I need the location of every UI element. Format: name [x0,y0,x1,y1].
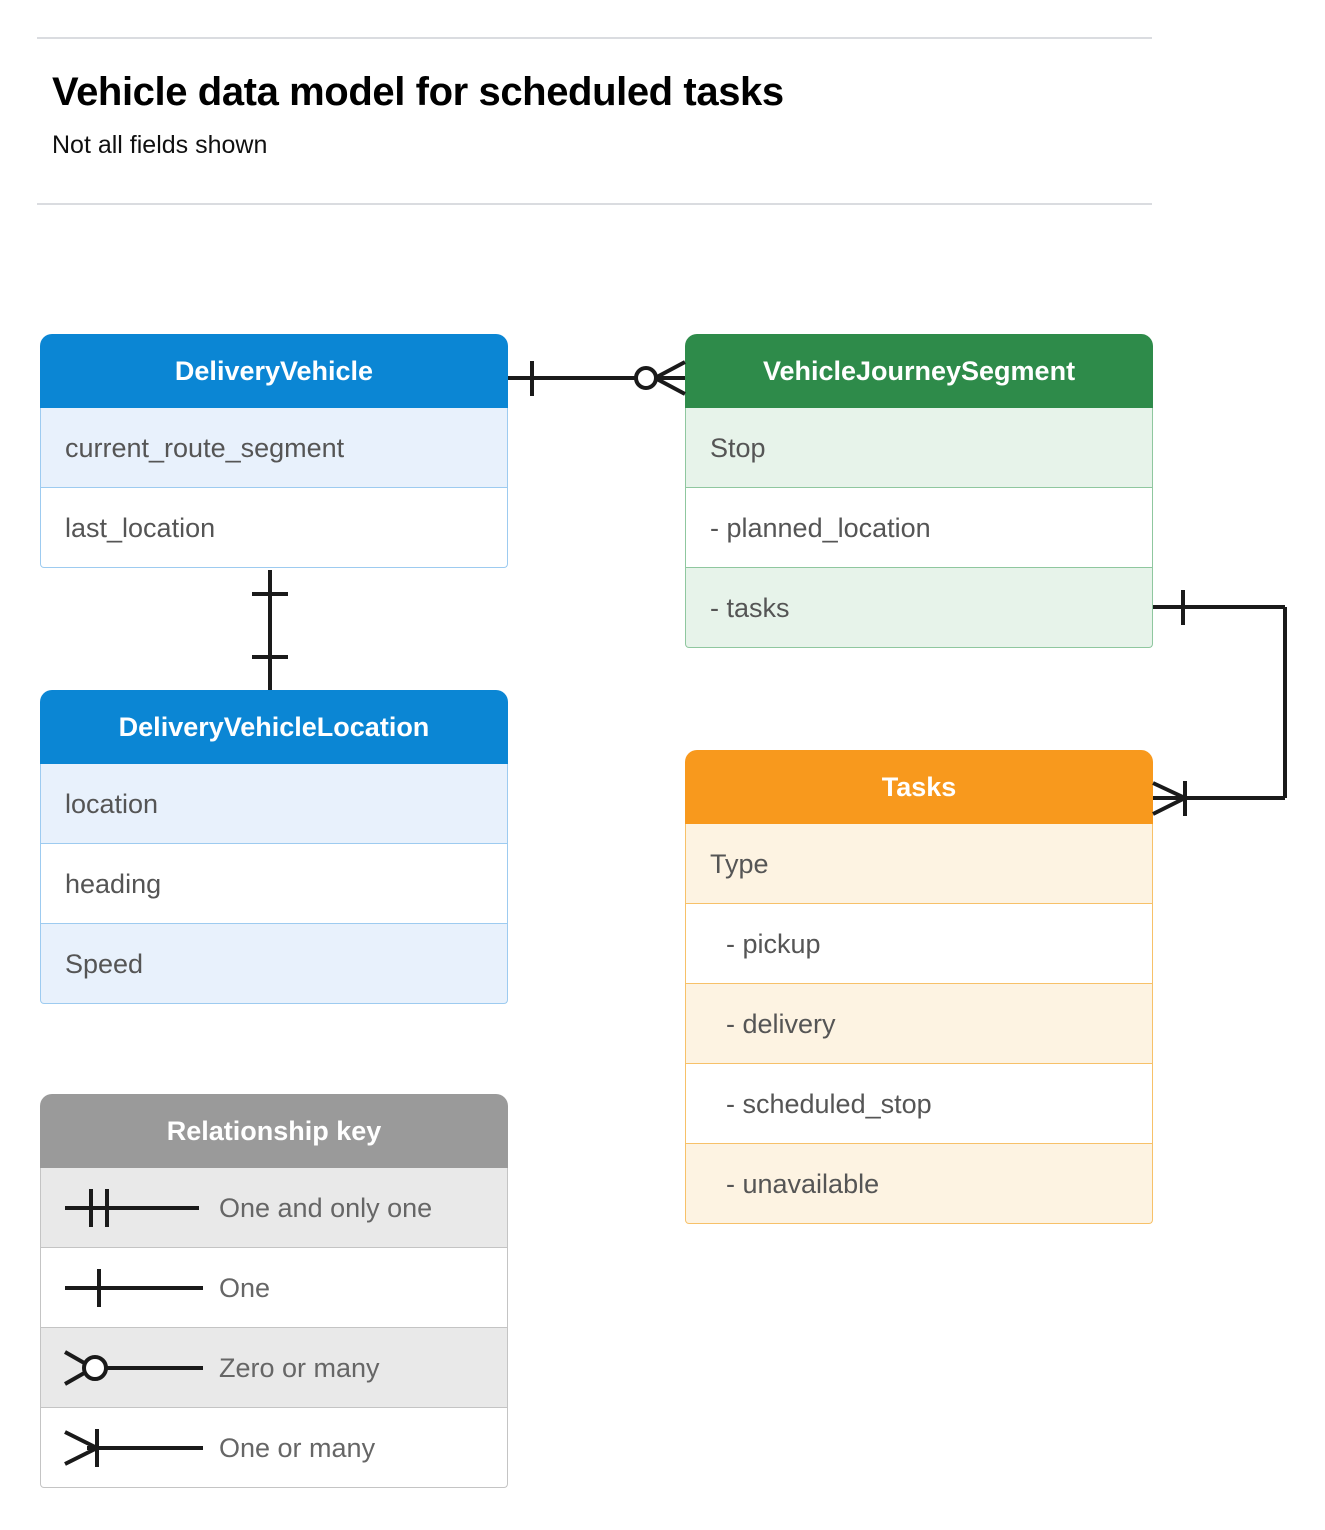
one-icon [41,1248,219,1327]
entity-title-tasks: Tasks [685,750,1153,824]
entity-delivery-vehicle[interactable]: DeliveryVehicle current_route_segment la… [40,334,508,568]
one-and-only-one-icon [41,1168,219,1247]
header-divider-top [37,37,1152,39]
page-title: Vehicle data model for scheduled tasks [52,70,784,114]
legend-row-one-or-many: One or many [40,1408,508,1488]
relationship-key-title: Relationship key [40,1094,508,1168]
page-subtitle: Not all fields shown [52,131,268,159]
relationship-key-legend[interactable]: Relationship key One and only one One [40,1094,508,1488]
field-delivery: - delivery [685,984,1153,1064]
field-tasks: - tasks [685,568,1153,648]
legend-label-zero-or-many: Zero or many [219,1352,380,1383]
field-location: location [40,764,508,844]
field-stop: Stop [685,408,1153,488]
entity-tasks[interactable]: Tasks Type - pickup - delivery - schedul… [685,750,1153,1224]
field-pickup: - pickup [685,904,1153,984]
legend-label-one-and-only-one: One and only one [219,1192,433,1223]
entity-title-delivery-vehicle: DeliveryVehicle [40,334,508,408]
legend-row-zero-or-many: Zero or many [40,1328,508,1408]
field-unavailable: - unavailable [685,1144,1153,1224]
legend-row-one: One [40,1248,508,1328]
field-speed: Speed [40,924,508,1004]
one-or-many-icon [41,1408,219,1487]
zero-or-many-icon [41,1328,219,1407]
entity-vehicle-journey-segment[interactable]: VehicleJourneySegment Stop - planned_loc… [685,334,1153,648]
relationship-journeysegment-tasks-to-tasks [1152,590,1287,816]
field-planned-location: - planned_location [685,488,1153,568]
legend-label-one: One [219,1272,271,1303]
legend-row-one-and-only-one: One and only one [40,1168,508,1248]
entity-title-delivery-vehicle-location: DeliveryVehicleLocation [40,690,508,764]
relationship-deliveryvehicle-to-vehiclelocation [252,570,288,690]
header-divider-bottom [37,203,1152,205]
legend-label-one-or-many: One or many [219,1432,376,1463]
field-scheduled-stop: - scheduled_stop [685,1064,1153,1144]
relationship-deliveryvehicle-to-journeysegment [508,360,686,396]
field-type: Type [685,824,1153,904]
field-current-route-segment: current_route_segment [40,408,508,488]
field-heading: heading [40,844,508,924]
entity-title-vehicle-journey-segment: VehicleJourneySegment [685,334,1153,408]
field-last-location: last_location [40,488,508,568]
entity-delivery-vehicle-location[interactable]: DeliveryVehicleLocation location heading… [40,690,508,1004]
